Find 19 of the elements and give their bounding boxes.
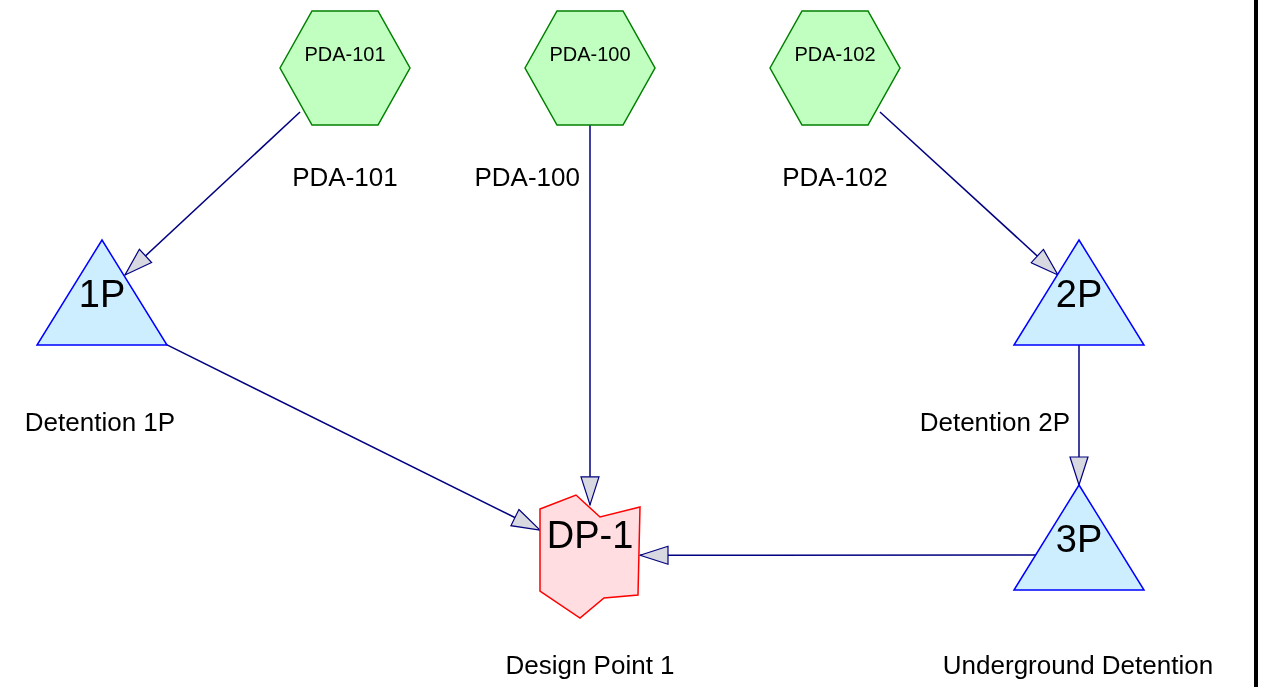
arrow (1069, 344, 1089, 486)
node-label: 2P (1054, 273, 1104, 315)
arrow (124, 111, 301, 276)
arrow (879, 111, 1059, 276)
node-label: DP-1 (545, 514, 635, 556)
node-label: PDA-101 (303, 42, 387, 66)
node-caption: Detention 1P (23, 407, 177, 437)
node-label: 1P (77, 273, 127, 315)
node-caption: PDA-102 (781, 162, 889, 192)
node-label: PDA-100 (548, 42, 632, 66)
node-caption: PDA-101 (291, 162, 399, 192)
node-caption: Design Point 1 (504, 650, 676, 680)
node-caption: Underground Detention (941, 650, 1215, 680)
node-caption: PDA-100 (473, 162, 580, 192)
arrow (639, 545, 1037, 565)
node-label: PDA-102 (793, 42, 877, 66)
arrow (580, 124, 600, 506)
node-caption: Detention 2P (918, 407, 1070, 437)
node-label: 3P (1054, 518, 1104, 560)
